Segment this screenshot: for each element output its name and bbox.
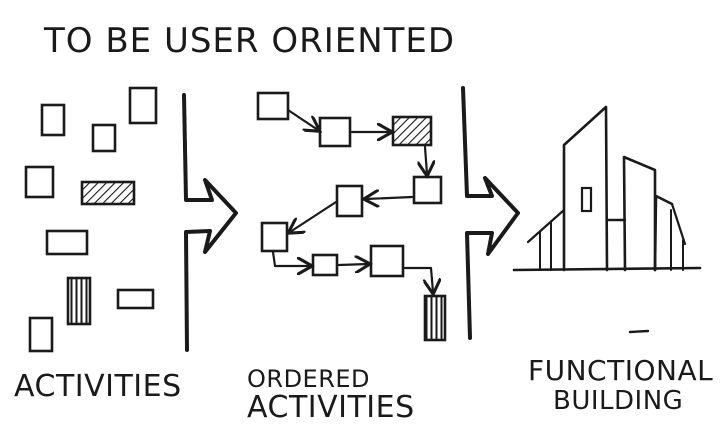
activity-box bbox=[412, 175, 443, 205]
flow-arrow bbox=[271, 250, 310, 266]
activity-box bbox=[256, 91, 290, 121]
activity-box bbox=[24, 165, 55, 199]
activity-box-hatched bbox=[391, 115, 433, 147]
activity-box bbox=[40, 103, 66, 137]
ordered-activities bbox=[256, 91, 447, 342]
building-right-slope bbox=[670, 202, 687, 246]
caption-functional-line2: BUILDING bbox=[553, 386, 683, 416]
caption-ordered-line1: ORDERED bbox=[247, 365, 370, 393]
activity-box-striped bbox=[423, 294, 447, 342]
activity-box bbox=[28, 316, 54, 353]
activity-box-striped bbox=[66, 276, 92, 326]
transition-arrow-2 bbox=[461, 86, 520, 340]
activity-box bbox=[335, 184, 364, 218]
caption-functional-line1: FUNCTIONAL bbox=[528, 354, 713, 387]
activity-box bbox=[311, 253, 339, 277]
activity-box bbox=[45, 229, 89, 256]
flow-arrow bbox=[286, 108, 318, 130]
flow-arrow bbox=[403, 266, 433, 292]
caption-activities: ACTIVITIES bbox=[14, 369, 182, 404]
diagram-title: TO BE USER ORIENTED bbox=[43, 21, 455, 61]
transition-arrow-1 bbox=[182, 93, 238, 352]
flow-arrow bbox=[337, 264, 368, 265]
building-left-wing bbox=[526, 208, 566, 244]
building-middle-block bbox=[622, 155, 657, 272]
building-right-block bbox=[653, 194, 674, 272]
activity-box bbox=[260, 221, 289, 253]
activity-box-hatched bbox=[80, 180, 136, 206]
building-main-block bbox=[562, 105, 609, 272]
sketch-mark bbox=[628, 329, 650, 334]
caption-ordered-line2: ACTIVITIES bbox=[247, 390, 415, 423]
flow-arrow bbox=[366, 197, 414, 199]
activity-box bbox=[318, 116, 352, 148]
flow-arrow bbox=[425, 145, 427, 174]
building-window bbox=[580, 186, 593, 213]
functional-building bbox=[512, 105, 702, 334]
activity-box bbox=[116, 288, 155, 310]
activity-box bbox=[369, 244, 405, 278]
activity-box bbox=[128, 86, 158, 125]
flow-arrow bbox=[290, 200, 338, 232]
scattered-activities bbox=[24, 86, 158, 353]
activity-box bbox=[91, 123, 117, 153]
